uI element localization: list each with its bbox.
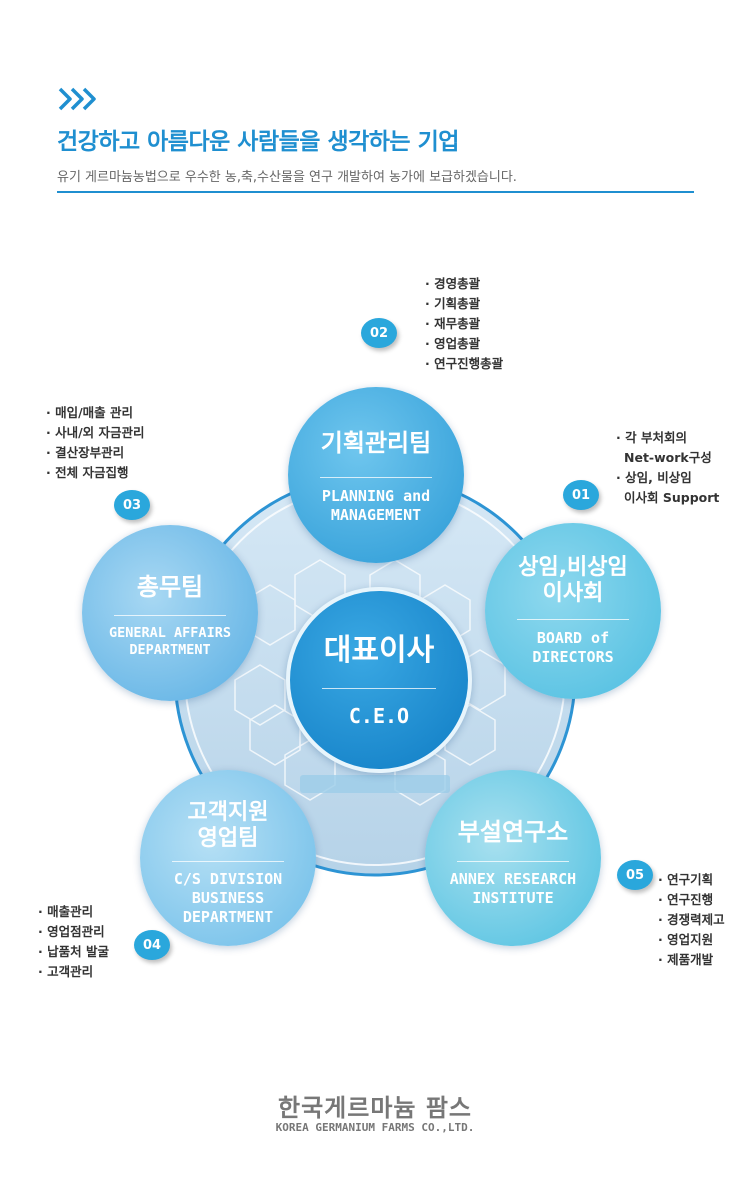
board-title-ko: 상임,비상임 이사회 [518,555,628,607]
duty-item: 납품처 발굴 [38,942,109,962]
ceo-divider [322,688,436,689]
annex-research-node: 부설연구소 ANNEX RESEARCH INSTITUTE [425,770,601,946]
board-number-badge: 01 [563,480,599,510]
duty-item: 연구진행 [658,890,725,910]
board-of-directors-node: 상임,비상임 이사회 BOARD of DIRECTORS [485,523,661,699]
duty-item: 경영총괄 [425,274,503,294]
general-affairs-title-ko: 총무팀 [136,573,204,601]
general-affairs-title-en: GENERAL AFFAIRS DEPARTMENT [109,625,231,658]
duty-item: 고객관리 [38,962,109,982]
ceo-title-ko: 대표이사 [323,633,435,668]
ceo-title-en: C.E.O [348,704,410,728]
page-subtitle: 유기 게르마늄농법으로 우수한 농,축,수산물을 연구 개발하여 농가에 보급하… [57,170,517,185]
header-divider [57,191,694,193]
duty-item: 연구기획 [658,870,725,890]
cs-title-ko: 고객지원 영업팀 [187,800,269,852]
duty-item: 제품개발 [658,950,725,970]
general-affairs-duties: 매입/매출 관리 사내/외 자금관리 결산장부관리 전체 자금집행 [46,403,145,483]
duty-item: 매입/매출 관리 [46,403,145,423]
planning-number-badge: 02 [361,318,397,348]
duty-item: 기획총괄 [425,294,503,314]
board-duties: 각 부처회의 Net-work구성 상임, 비상임 이사회 Support [616,428,719,508]
cs-number-badge: 04 [134,930,170,960]
general-affairs-number-badge: 03 [114,490,150,520]
cs-business-node: 고객지원 영업팀 C/S DIVISION BUSINESS DEPARTMEN… [140,770,316,946]
duty-item: 전체 자금집행 [46,463,145,483]
duty-item: 사내/외 자금관리 [46,423,144,443]
annex-number-badge: 05 [617,860,653,890]
duty-item-continued: Net-work구성 [624,450,712,465]
planning-divider [319,477,433,478]
duty-item: 경쟁력제고 [658,910,725,930]
duty-item: 매출관리 [38,902,109,922]
cs-divider [171,861,285,862]
duty-item: 영업점관리 [38,922,109,942]
annex-title-ko: 부설연구소 [457,818,569,846]
planning-title-ko: 기획관리팀 [320,429,432,457]
ceo-node: 대표이사 C.E.O [286,587,472,773]
duty-item: 영업총괄 [425,334,503,354]
general-affairs-node: 총무팀 GENERAL AFFAIRS DEPARTMENT [82,525,258,701]
board-title-en: BOARD of DIRECTORS [532,629,614,666]
company-logo-name-en: KOREA GERMANIUM FARMS CO.,LTD. [275,1121,475,1134]
planning-management-node: 기획관리팀 PLANNING and MANAGEMENT [288,387,464,563]
duty-item: 재무총괄 [425,314,503,334]
duty-item: 결산장부관리 [46,443,145,463]
cs-title-en: C/S DIVISION BUSINESS DEPARTMENT [173,870,283,926]
annex-title-en: ANNEX RESEARCH INSTITUTE [449,870,577,907]
general-affairs-divider [113,615,227,616]
planning-duties: 경영총괄 기획총괄 재무총괄 영업총괄 연구진행총괄 [425,274,503,374]
duty-item-continued: 이사회 Support [624,490,720,505]
board-divider [516,619,630,620]
duty-item: 영업지원 [658,930,725,950]
triple-chevron-right-icon [58,87,96,111]
duty-item: 연구진행총괄 [425,354,503,374]
cs-duties: 매출관리 영업점관리 납품처 발굴 고객관리 [38,902,109,982]
company-logo-name-ko: 한국게르마늄 팜스 [278,1094,472,1122]
duty-item: 상임, 비상임 [616,468,719,488]
org-chart: 기획관리팀 PLANNING and MANAGEMENT 02 경영총괄 기획… [0,230,750,1050]
planning-title-en: PLANNING and MANAGEMENT [321,487,431,524]
annex-duties: 연구기획 연구진행 경쟁력제고 영업지원 제품개발 [658,870,725,970]
page-title: 건강하고 아름다운 사람들을 생각하는 기업 [57,129,459,155]
annex-divider [456,861,570,862]
duty-item: 각 부처회의 [616,428,719,448]
